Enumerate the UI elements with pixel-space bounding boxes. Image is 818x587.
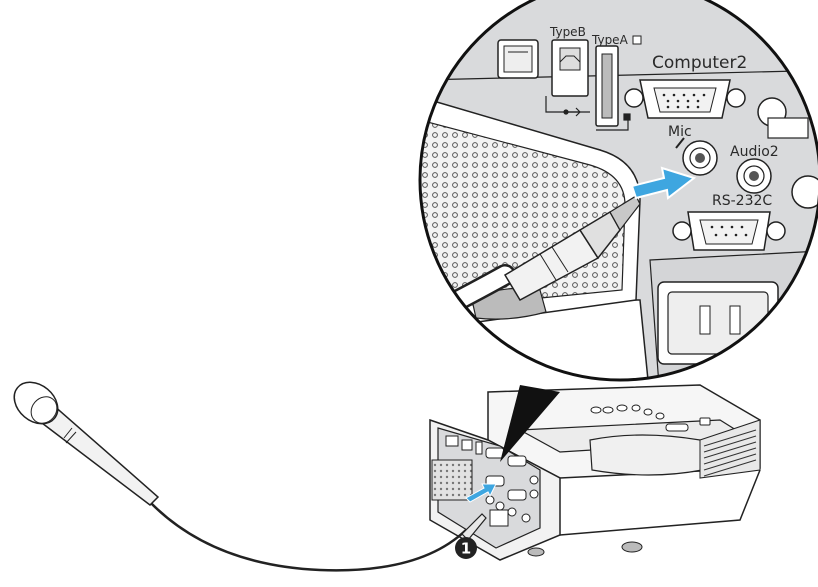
mic-jack <box>682 140 718 176</box>
port-label-typeb: TypeB <box>549 25 586 39</box>
audio2-jack <box>736 158 772 194</box>
insert-arrow-icon <box>630 166 697 200</box>
step-marker-1: 1 <box>455 537 477 559</box>
usb-icon <box>545 96 631 131</box>
arrow-right-icon <box>465 483 497 503</box>
callout-wedge <box>500 385 560 462</box>
rs232c-port <box>672 211 786 251</box>
magnified-view: TypeB TypeA <box>418 0 818 382</box>
usb-typea-port <box>595 45 619 127</box>
projector <box>429 384 761 561</box>
top-buttons <box>590 404 711 432</box>
microphone-icon <box>13 381 487 572</box>
port-label-typea: TypeA <box>591 33 629 47</box>
usb-typeb-port <box>551 39 589 97</box>
typea-indicator <box>632 35 642 45</box>
step-marker-label: 1 <box>461 540 471 558</box>
port-label-mic: Mic <box>668 124 692 140</box>
lan-port <box>497 39 539 79</box>
port-label-computer2: Computer2 <box>652 53 747 73</box>
computer2-port <box>624 79 746 119</box>
port-label-rs232c: RS-232C <box>712 193 772 209</box>
port-label-audio2: Audio2 <box>730 144 779 160</box>
